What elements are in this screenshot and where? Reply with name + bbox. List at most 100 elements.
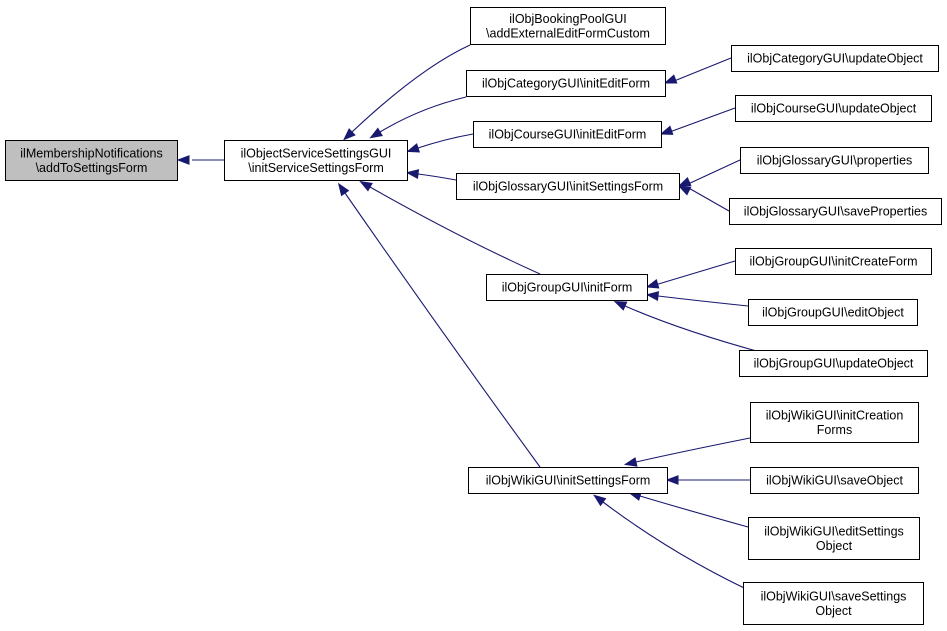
node-wiki-creation-box	[750, 402, 919, 443]
edge-glossary-init-to-service-arrowhead	[405, 169, 420, 179]
edge-glossary-props-to-glossary-init	[677, 159, 741, 187]
node-wiki-savesettings-box	[743, 582, 924, 625]
node-service-label-line-1: ilObjectServiceSettingsGUI	[241, 146, 392, 160]
edge-wiki-init-to-service	[337, 182, 541, 468]
edge-booking-to-service-arrowhead	[342, 128, 356, 141]
node-wiki-save-label-line-1: ilObjWikiGUI\saveObject	[766, 474, 903, 488]
node-category-update-box	[731, 45, 939, 72]
edge-group-edit-to-group-init-arrowhead	[645, 291, 660, 301]
node-wiki-creation-label-line-2: Forms	[817, 423, 852, 437]
edge-glossary-props-to-glossary-init-line	[689, 159, 741, 184]
node-category-init-label-line-1: ilObjCategoryGUI\initEditForm	[482, 77, 650, 91]
node-service-label-line-2: \initServiceSettingsForm	[248, 161, 383, 175]
node-group-create-box	[735, 248, 932, 275]
edge-category-init-to-service-line	[379, 96, 467, 133]
edge-glossary-save-to-glossary-init-line	[689, 188, 730, 212]
node-group-create-label-line-1: ilObjGroupGUI\initCreateForm	[749, 255, 917, 269]
node-group-update-box	[739, 350, 928, 377]
node-glossary-props-box	[740, 147, 929, 174]
node-category-init[interactable]: ilObjCategoryGUI\initEditForm	[466, 70, 666, 97]
edge-course-update-to-course-init	[659, 107, 736, 135]
node-wiki-edit-label-line-1: ilObjWikiGUI\editSettings	[764, 524, 904, 538]
node-membership[interactable]: ilMembershipNotifications\addToSettingsF…	[5, 140, 178, 181]
node-course-update[interactable]: ilObjCourseGUI\updateObject	[735, 95, 932, 122]
edge-wiki-savesettings-to-wiki-init-arrowhead	[593, 494, 607, 507]
edge-group-update-to-group-init-arrowhead	[613, 301, 628, 311]
edge-course-update-to-course-init-arrowhead	[659, 125, 674, 135]
edge-group-init-to-service-arrowhead	[359, 180, 373, 192]
edge-wiki-init-to-service-arrowhead	[337, 182, 350, 197]
node-group-update[interactable]: ilObjGroupGUI\updateObject	[739, 350, 928, 377]
node-service[interactable]: ilObjectServiceSettingsGUI\initServiceSe…	[224, 140, 408, 181]
node-category-update[interactable]: ilObjCategoryGUI\updateObject	[731, 45, 939, 72]
node-glossary-init-label-line-1: ilObjGlossaryGUI\initSettingsForm	[473, 180, 663, 194]
node-category-update-label-line-1: ilObjCategoryGUI\updateObject	[747, 52, 923, 66]
edges-layer	[176, 44, 771, 601]
node-group-edit-label-line-1: ilObjGroupGUI\editObject	[762, 306, 904, 320]
edge-course-update-to-course-init-line	[671, 107, 736, 132]
edge-wiki-edit-to-wiki-init	[628, 491, 749, 528]
edge-category-init-to-service	[369, 96, 467, 139]
node-glossary-save[interactable]: ilObjGlossaryGUI\saveProperties	[729, 198, 942, 225]
node-group-init-box	[486, 274, 648, 301]
edge-group-update-to-group-init	[613, 301, 761, 353]
node-course-init[interactable]: ilObjCourseGUI\initEditForm	[473, 121, 662, 148]
node-booking-label-line-2: \addExternalEditFormCustom	[486, 26, 650, 40]
node-membership-label-line-2: \addToSettingsForm	[36, 161, 148, 175]
node-booking[interactable]: ilObjBookingPoolGUI\addExternalEditFormC…	[470, 7, 666, 45]
edge-group-create-to-group-init-arrowhead	[645, 279, 660, 289]
node-wiki-init-box	[468, 467, 668, 494]
node-wiki-save[interactable]: ilObjWikiGUI\saveObject	[750, 467, 919, 494]
edge-booking-to-service-line	[351, 44, 471, 133]
node-wiki-creation-label-line-1: ilObjWikiGUI\initCreation	[766, 408, 904, 422]
edge-glossary-save-to-glossary-init-arrowhead	[677, 185, 692, 196]
node-wiki-edit-label-line-2: Object	[816, 539, 853, 553]
node-glossary-save-box	[729, 198, 942, 225]
edge-booking-to-service	[342, 44, 471, 141]
edge-service-to-membership-arrowhead	[176, 155, 190, 165]
node-wiki-init[interactable]: ilObjWikiGUI\initSettingsForm	[468, 467, 668, 494]
edge-group-create-to-group-init	[645, 260, 736, 289]
node-membership-label-line-1: ilMembershipNotifications	[20, 146, 162, 160]
node-wiki-savesettings-label-line-2: Object	[815, 604, 852, 618]
edge-group-edit-to-group-init	[645, 291, 749, 307]
node-group-create[interactable]: ilObjGroupGUI\initCreateForm	[735, 248, 932, 275]
edge-course-init-to-service-line	[417, 133, 474, 149]
nodes-layer: ilMembershipNotifications\addToSettingsF…	[5, 7, 942, 625]
edge-group-create-to-group-init-line	[657, 260, 736, 285]
edge-glossary-init-to-service-line	[417, 173, 457, 181]
edge-group-edit-to-group-init-line	[657, 295, 749, 307]
node-service-box	[224, 140, 408, 181]
edge-category-update-to-category-init-line	[675, 57, 732, 81]
edge-wiki-edit-to-wiki-init-line	[639, 495, 749, 528]
edge-glossary-props-to-glossary-init-arrowhead	[677, 176, 692, 187]
edge-group-init-to-service-line	[369, 186, 541, 275]
node-course-init-label-line-1: ilObjCourseGUI\initEditForm	[489, 128, 647, 142]
node-group-edit[interactable]: ilObjGroupGUI\editObject	[748, 299, 918, 326]
node-glossary-props-label-line-1: ilObjGlossaryGUI\properties	[757, 154, 913, 168]
edge-wiki-creation-to-wiki-init-arrowhead	[623, 457, 638, 467]
node-group-update-label-line-1: ilObjGroupGUI\updateObject	[754, 357, 914, 371]
node-booking-box	[470, 7, 666, 45]
edge-category-update-to-category-init-arrowhead	[663, 74, 678, 84]
node-course-update-label-line-1: ilObjCourseGUI\updateObject	[751, 102, 917, 116]
edge-group-init-to-service	[359, 180, 541, 275]
node-wiki-savesettings-label-line-1: ilObjWikiGUI\saveSettings	[761, 589, 907, 603]
edge-wiki-save-to-wiki-init-arrowhead	[665, 475, 679, 485]
node-group-init[interactable]: ilObjGroupGUI\initForm	[486, 274, 648, 301]
edge-course-init-to-service-arrowhead	[406, 143, 421, 153]
node-wiki-edit-box	[748, 517, 920, 560]
edge-wiki-creation-to-wiki-init	[623, 437, 751, 467]
node-glossary-props[interactable]: ilObjGlossaryGUI\properties	[740, 147, 929, 174]
edge-glossary-save-to-glossary-init	[677, 185, 730, 212]
edge-group-update-to-group-init-line	[624, 305, 761, 353]
node-group-init-label-line-1: ilObjGroupGUI\initForm	[502, 281, 633, 295]
node-course-update-box	[735, 95, 932, 122]
node-glossary-save-label-line-1: ilObjGlossaryGUI\saveProperties	[744, 205, 927, 219]
edge-service-to-membership	[176, 155, 224, 165]
node-glossary-init[interactable]: ilObjGlossaryGUI\initSettingsForm	[456, 173, 680, 200]
